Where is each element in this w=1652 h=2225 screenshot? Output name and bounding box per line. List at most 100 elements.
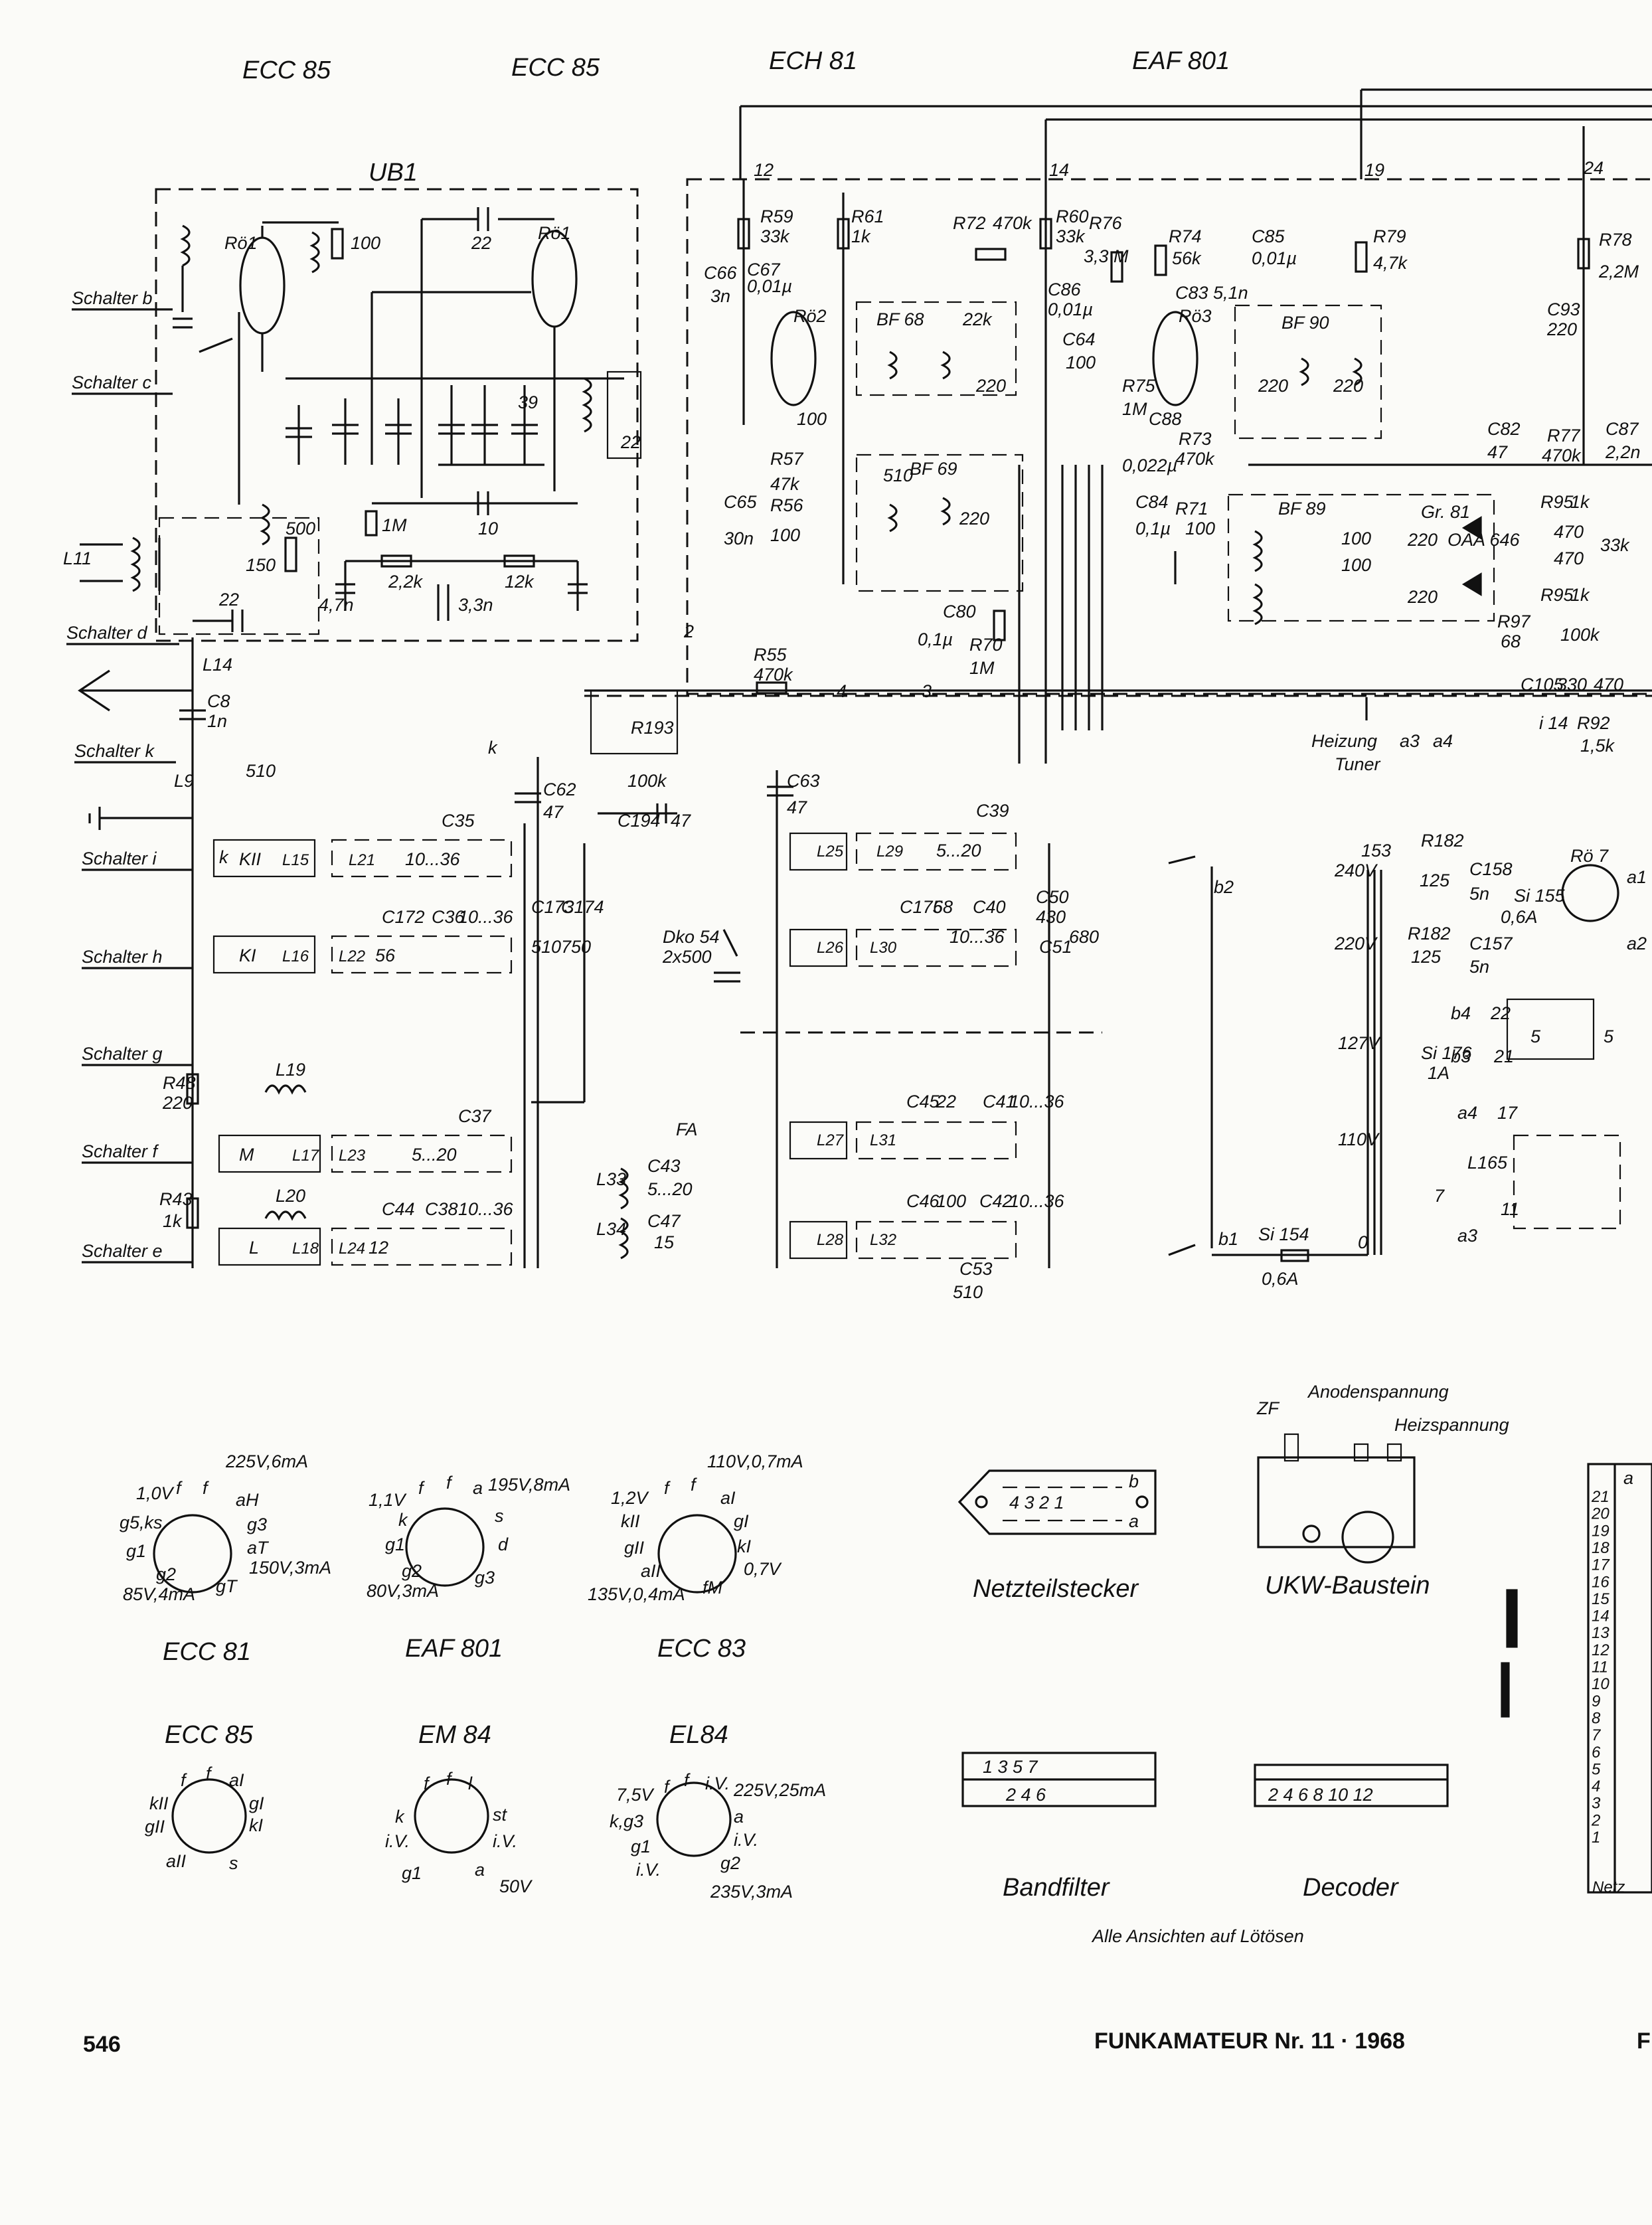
a2-label: a2 xyxy=(1627,934,1647,953)
r79-value: 4,7k xyxy=(1373,253,1408,273)
pinout-ecc81: 1,0V f f 225V,6mA aH g5,ks g3 g1 aT g2 1… xyxy=(120,1451,331,1666)
decoder-view: 2 4 6 8 10 12 Decoder xyxy=(1254,1764,1449,1902)
r55-label: R55 xyxy=(754,645,787,665)
netz-a: a xyxy=(1129,1511,1139,1531)
range-l23: 5...20 xyxy=(412,1145,457,1165)
l22-label: L22 xyxy=(339,948,365,965)
c22-value-b: 22 xyxy=(620,432,641,452)
c47-value: 15 xyxy=(654,1232,675,1252)
el84-pin-l2: k,g3 xyxy=(610,1811,643,1831)
range-c41: 10...36 xyxy=(1009,1092,1065,1112)
footer-edge-letter: F xyxy=(1637,2028,1651,2054)
r60-label: R60 xyxy=(1056,206,1089,226)
el84-name: EL84 xyxy=(669,1721,728,1749)
c175-label: C175 xyxy=(900,897,944,917)
r61-label: R61 xyxy=(851,206,884,226)
c51-value: 680 xyxy=(1069,927,1099,947)
c84-value: 0,1µ xyxy=(1135,519,1171,538)
ecc85-pin-r2: gI xyxy=(249,1793,264,1813)
l26-label: L26 xyxy=(817,939,844,957)
r74-label: R74 xyxy=(1169,226,1202,246)
heizspannung-label: Heizspannung xyxy=(1394,1415,1509,1435)
ecc85-pin-b1: s xyxy=(229,1853,238,1873)
r70-value: 1M xyxy=(969,658,995,678)
c105-value: 330 xyxy=(1557,675,1587,695)
bf68-220: 220 xyxy=(975,376,1006,396)
el84-pin-f1: f xyxy=(664,1777,671,1797)
netz-pins: 4 3 2 1 xyxy=(1009,1493,1064,1513)
r182-value: 125 xyxy=(1420,870,1450,890)
r43-label: R43 xyxy=(159,1189,193,1209)
page-number: 546 xyxy=(83,2032,121,2057)
ecc85-pin-l2: gII xyxy=(145,1817,165,1837)
c82-value: 47 xyxy=(1487,442,1508,462)
ech81-mixer-stage: 12 R59 33k R61 1k C66 3n C67 0,01µ Rö2 1… xyxy=(683,160,1652,701)
tube-label-ech81: ECH 81 xyxy=(769,47,857,75)
strip-pin-number: 18 xyxy=(1592,1539,1610,1557)
c62-label: C62 xyxy=(543,780,576,799)
l31-label: L31 xyxy=(870,1131,896,1149)
l20-label: L20 xyxy=(276,1186,305,1206)
eaf801-pin-l2: k xyxy=(398,1510,408,1530)
ecc81-pin-f2: f xyxy=(203,1478,209,1498)
ecc81-pin-b1: gT xyxy=(216,1576,238,1596)
dko-value: 2x500 xyxy=(662,947,712,967)
r56-value: 100 xyxy=(770,525,800,545)
bf69-220: 220 xyxy=(959,509,989,529)
i14-label: i 14 xyxy=(1539,713,1568,733)
a4-node: a4 xyxy=(1457,1103,1477,1123)
strip-a: a xyxy=(1623,1468,1633,1488)
r182b-value: 125 xyxy=(1411,947,1442,967)
range-c36: 10...36 xyxy=(458,907,514,927)
c88-label: C88 xyxy=(1149,409,1182,429)
r95b-label: R95 xyxy=(1540,585,1574,605)
switch-c-label: Schalter c xyxy=(72,372,152,392)
switch-h-label: Schalter h xyxy=(82,947,163,967)
bandfilter-bottom-pins: 2 4 6 xyxy=(1005,1785,1046,1805)
tuner-label: Tuner xyxy=(1335,754,1381,774)
b4-label: b4 xyxy=(1451,1003,1471,1023)
node-21: 21 xyxy=(1493,1046,1514,1066)
c66-label: C66 xyxy=(704,263,738,283)
ecc85-valve-2 xyxy=(531,230,578,328)
c174-label: C174 xyxy=(561,897,604,917)
strip-pin-number: 20 xyxy=(1591,1505,1610,1523)
r470-b: 470 xyxy=(1554,548,1584,568)
netzteilstecker-label: Netzteilstecker xyxy=(973,1575,1139,1603)
pinout-ecc83: 1,2V f f 110V,0,7mA aI kII gI gII kI aII… xyxy=(588,1451,803,1663)
ecc85-pin-f1: f xyxy=(181,1770,187,1790)
pinout-el84: EL84 7,5V f f i.V. 225V,25mA k,g3 a g1 i… xyxy=(610,1721,826,1902)
strip-pin-number: 13 xyxy=(1592,1624,1610,1642)
c43-label: C43 xyxy=(647,1156,681,1176)
ecc85-pin-f2: f xyxy=(206,1764,212,1783)
c3n3-value: 3,3n xyxy=(458,595,493,615)
bf90-220a: 220 xyxy=(1258,376,1288,396)
em84-pin-r4: 50V xyxy=(499,1876,533,1896)
eaf801-pin-a: a xyxy=(473,1478,483,1498)
a3-label: a3 xyxy=(1400,731,1420,751)
switch-g-label: Schalter g xyxy=(82,1044,163,1064)
c51-label: C51 xyxy=(1039,937,1072,957)
ecc85-pin-r1: aI xyxy=(229,1770,244,1790)
c87-value: 2,2n xyxy=(1605,442,1641,462)
ecc81-pin-l3: g1 xyxy=(126,1541,146,1561)
l27-label: L27 xyxy=(817,1131,845,1149)
r73-label: R73 xyxy=(1179,429,1212,449)
ecc81-name: ECC 81 xyxy=(163,1638,251,1666)
r193-label: R193 xyxy=(631,718,674,738)
el84-pin-r4: g2 xyxy=(720,1853,740,1873)
el84-pin-f3: i.V. xyxy=(705,1773,730,1793)
r95-label: R95 xyxy=(1540,492,1574,512)
r97-label: R97 xyxy=(1497,612,1531,631)
tube-label-ecc85-2: ECC 85 xyxy=(511,54,600,82)
switch-b-label: Schalter b xyxy=(72,288,153,308)
ech81-valve xyxy=(770,311,817,406)
strip-pin-number: 2 xyxy=(1591,1811,1600,1829)
bf89-label: BF 89 xyxy=(1278,499,1326,519)
c47-label: C47 xyxy=(647,1211,681,1231)
c22-value-c: 22 xyxy=(218,590,239,610)
ecc83-pin-r5: 0,7V xyxy=(744,1559,783,1579)
ecc81-pin-r2: aH xyxy=(236,1490,259,1510)
